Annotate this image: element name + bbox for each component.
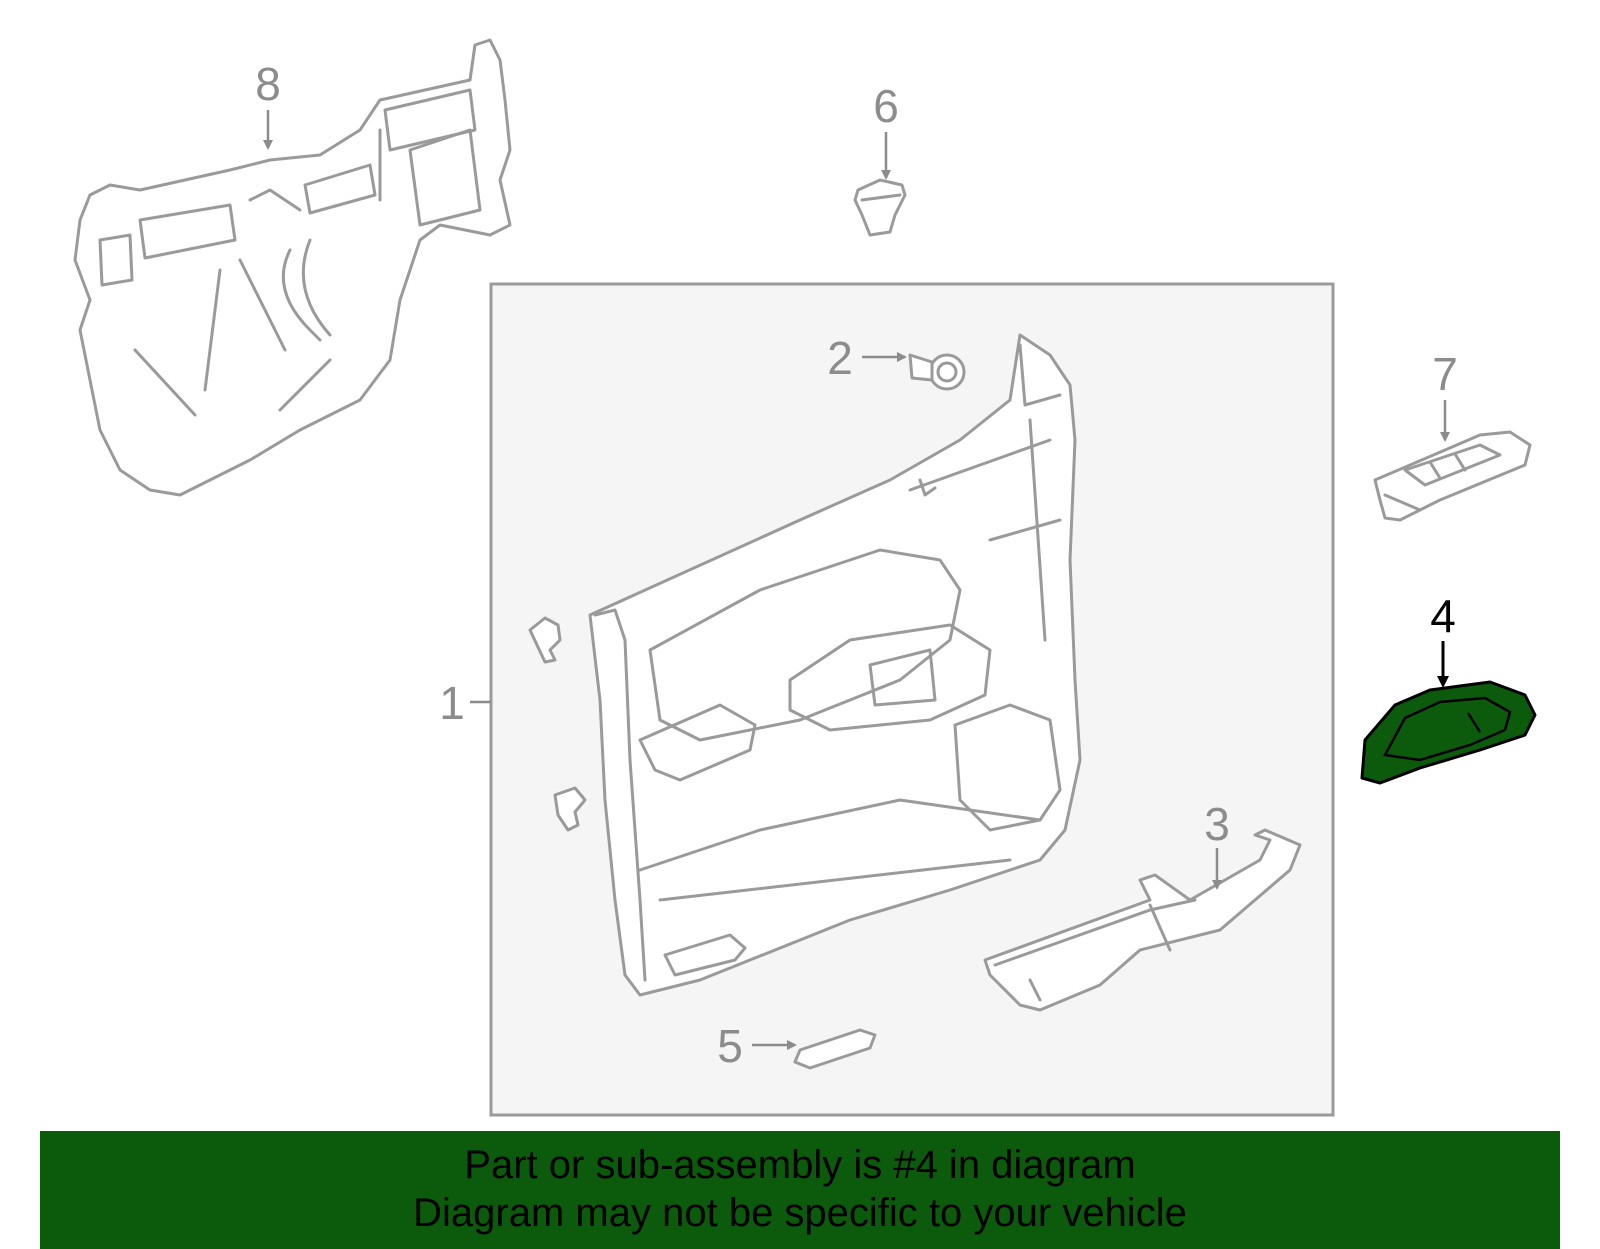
banner-line-2: Diagram may not be specific to your vehi… [413, 1191, 1187, 1235]
part-5-plug[interactable] [793, 1028, 877, 1070]
part-4-bezel-highlighted[interactable] [1360, 680, 1537, 785]
callout-8: 8 [255, 58, 281, 110]
part-3-armrest[interactable] [983, 828, 1302, 1012]
part-8-inner-panel[interactable] [73, 38, 512, 497]
callout-7: 7 [1432, 348, 1458, 400]
callout-5: 5 [717, 1020, 743, 1072]
callout-1: 1 [439, 677, 465, 729]
part-2-push-pin[interactable] [908, 353, 966, 391]
part-7-window-switch[interactable] [1373, 430, 1532, 522]
part-6-clip[interactable] [853, 178, 907, 237]
callout-4: 4 [1430, 590, 1456, 642]
banner-line-1: Part or sub-assembly is #4 in diagram [464, 1143, 1136, 1187]
callout-3: 3 [1204, 798, 1230, 850]
small-clip-a [528, 616, 562, 664]
callout-6: 6 [873, 80, 899, 132]
small-clip-b [553, 786, 587, 832]
part-1-door-trim-panel[interactable] [588, 333, 1082, 997]
info-banner: Part or sub-assembly is #4 in diagram Di… [40, 1131, 1560, 1249]
callout-2: 2 [827, 332, 853, 384]
